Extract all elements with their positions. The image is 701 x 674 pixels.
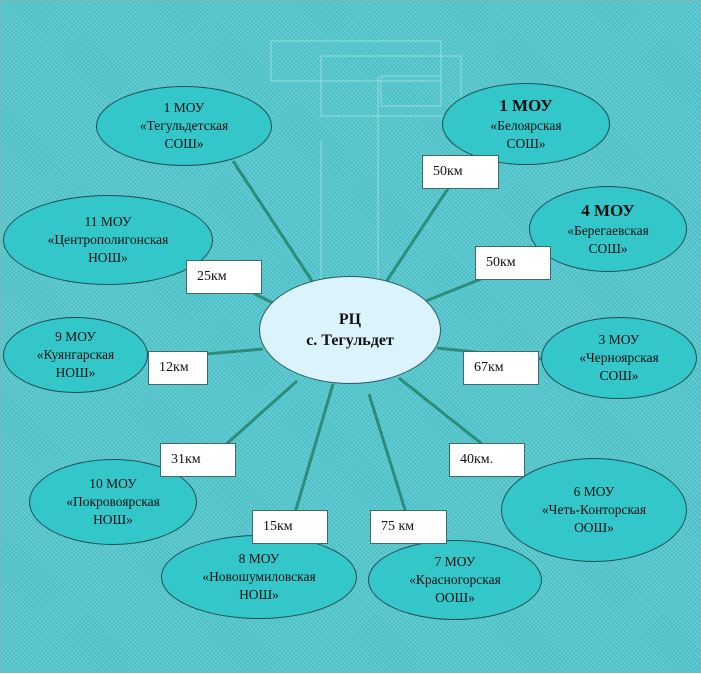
school-type: ООШ» [435,590,475,605]
school-node-krasno: 7 МОУ «Красногорская ООШ» [368,540,542,620]
edge-belo [384,180,455,283]
school-name: «Покровоярская [66,494,160,509]
school-type: СОШ» [599,368,639,383]
school-type: СОШ» [588,241,628,256]
school-name: «Красногорская [409,572,501,587]
center-subtitle: с. Тегульдет [306,332,394,349]
distance-label-centro: 25км [186,260,262,294]
school-number: 6 МОУ [573,484,615,499]
school-name: «Новошумиловская [202,569,316,584]
school-type: СОШ» [164,136,204,151]
school-node-novo: 8 МОУ «Новошумиловская НОШ» [161,535,357,619]
distance-label-krasno: 75 км [370,510,447,544]
school-number: 4 МОУ [581,201,635,220]
school-number: 10 МОУ [89,476,137,491]
school-name: «Четь-Конторская [541,502,647,517]
school-number: 9 МОУ [55,329,96,344]
distance-label-berega: 50км [475,246,551,280]
edge-novo [293,383,335,514]
school-number: 11 МОУ [84,214,132,229]
school-node-kuyan: 9 МОУ «Куянгарская НОШ» [3,317,148,393]
school-node-belo: 1 МОУ «Белоярская СОШ» [442,83,610,165]
school-name: «Центрополигонская [47,232,169,247]
school-node-cherno: 3 МОУ «Черноярская СОШ» [541,317,697,399]
distance-label-novo: 15км [252,510,328,544]
decorative-grid-lines [270,40,462,281]
edge-krasno [367,393,408,514]
school-name: «Тегульдетская [139,118,229,133]
school-name: «Куянгарская [36,347,115,362]
school-name: «Берегаевская [567,223,649,238]
school-type: СОШ» [506,136,546,151]
school-type: НОШ» [88,250,128,265]
school-number: 8 МОУ [238,551,280,566]
distance-label-pokrov: 31км [160,443,236,477]
distance-label-cherno: 67км [463,351,539,385]
school-number: 7 МОУ [434,554,476,569]
school-type: ООШ» [574,520,614,535]
school-type: НОШ» [239,587,279,602]
center-node: РЦ с. Тегульдет [259,276,441,384]
school-number: 3 МОУ [598,332,640,347]
distance-label-belo: 50км [422,155,499,189]
distance-label-kuyan: 12км [148,351,208,385]
school-number: 1 МОУ [163,100,205,115]
school-type: НОШ» [93,512,133,527]
school-name: «Черноярская [579,350,659,365]
school-name: «Белоярская [490,118,562,133]
edge-tegul [231,160,316,285]
school-type: НОШ» [55,365,96,380]
school-node-chet: 6 МОУ «Четь-Конторская ООШ» [501,458,687,562]
school-node-tegul: 1 МОУ «Тегульдетская СОШ» [96,86,272,166]
school-number: 1 МОУ [499,96,553,115]
center-title: РЦ [338,311,362,328]
distance-label-chet: 40км. [449,443,525,477]
school-node-centro: 11 МОУ «Центрополигонская НОШ» [3,195,213,285]
school-node-berega: 4 МОУ «Берегаевская СОШ» [529,186,687,272]
